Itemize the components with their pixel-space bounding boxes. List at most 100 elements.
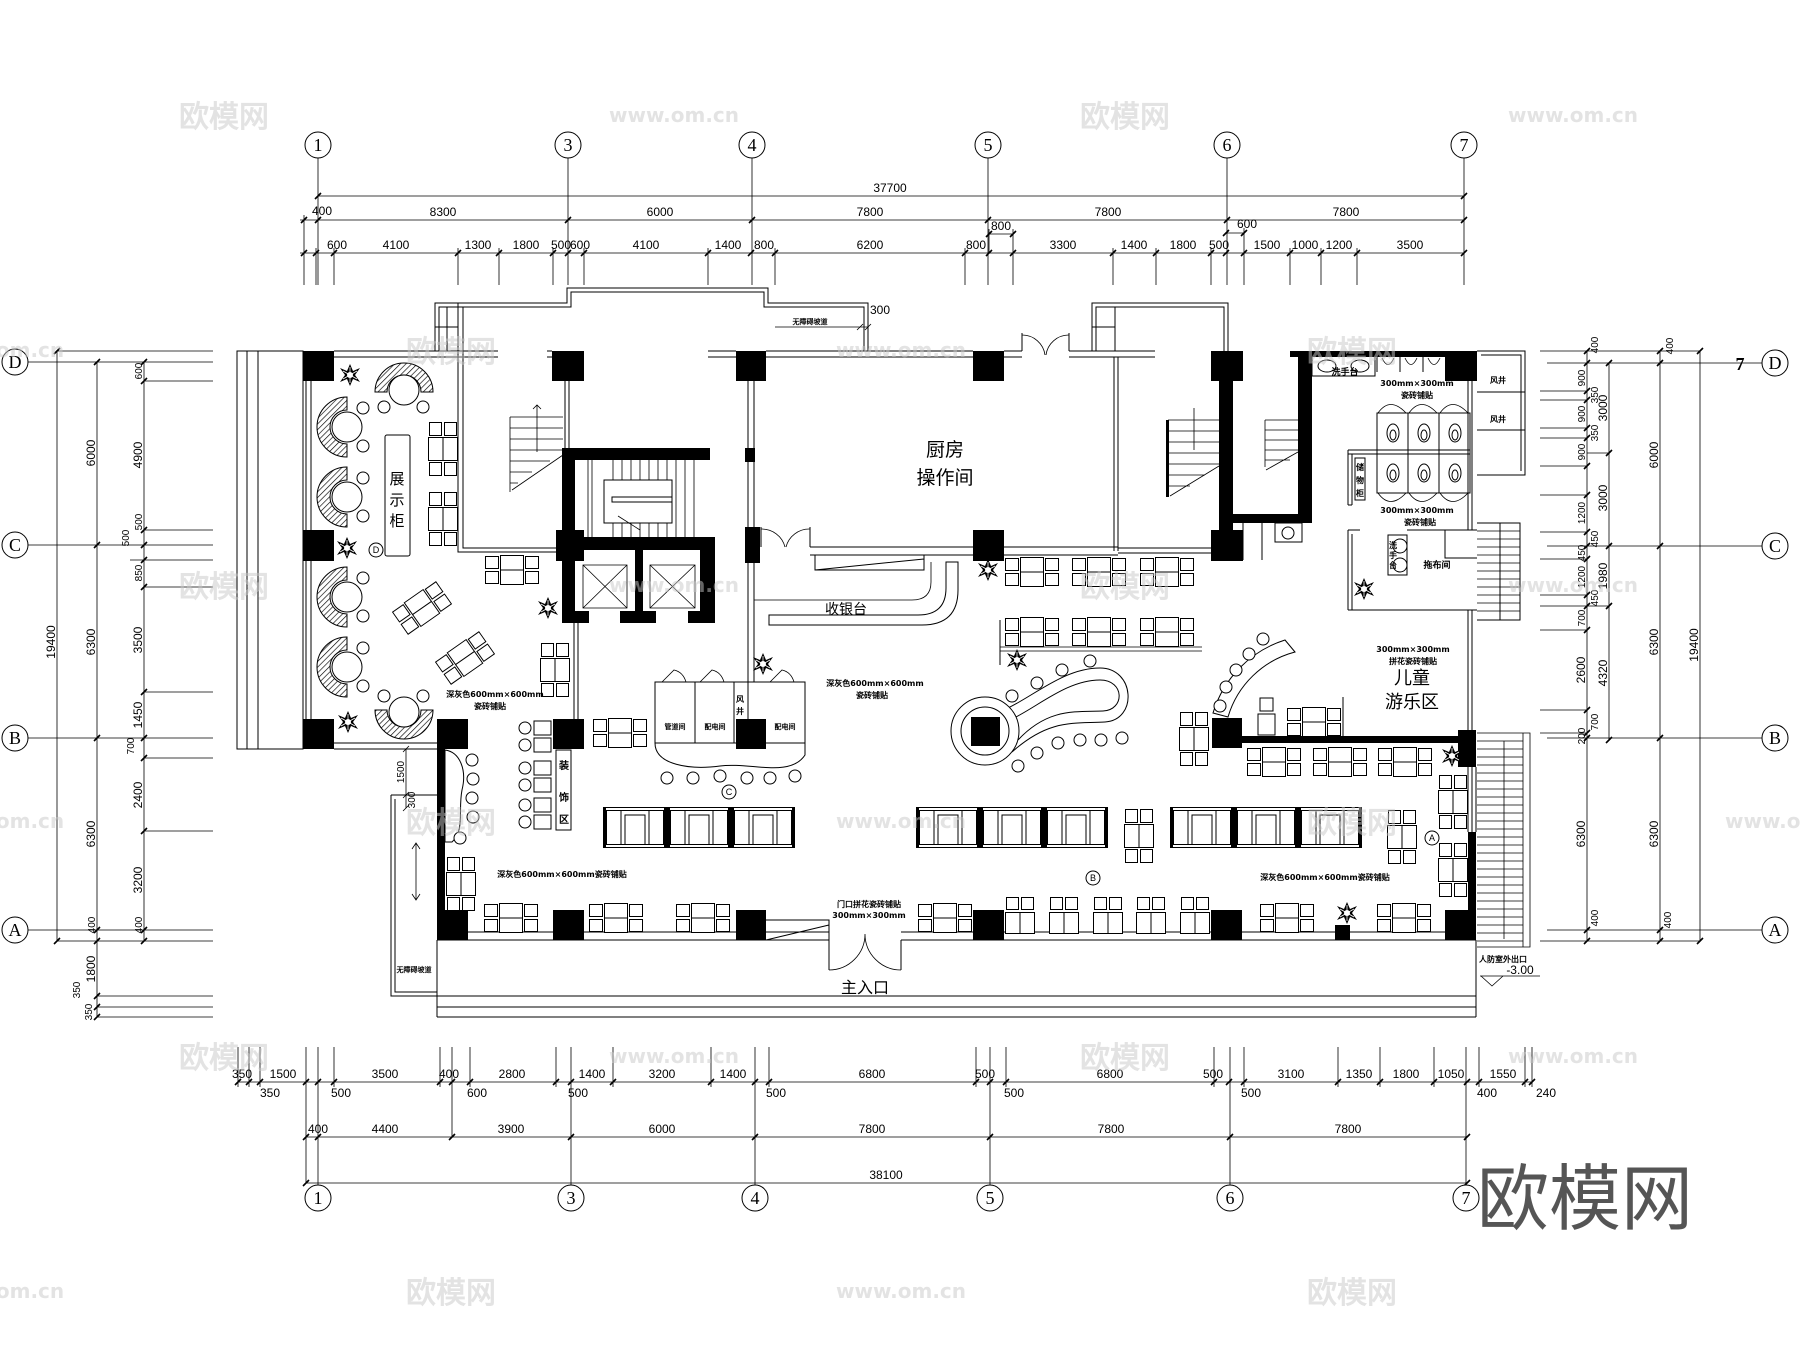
dim-value: 1550: [1490, 1067, 1517, 1081]
floor-note: 深灰色600mm×600mm: [446, 689, 543, 699]
left-overall-dimension: 19400: [44, 625, 58, 659]
left-dimensions: D C B A 19400 6000 6300 6300 400 1800 35…: [1, 347, 213, 1021]
grid-column-tag: 7: [1736, 354, 1745, 374]
decor-area-label: 饰: [559, 791, 569, 804]
dim-value: 500: [1203, 1067, 1223, 1081]
ramp-arrow-and-dims: [402, 312, 872, 901]
dim-value: 6200: [857, 238, 884, 252]
booth-sofa: [1170, 807, 1234, 848]
grid-label: 1: [314, 135, 323, 155]
right-dimensions: D C B A 7 19400 400 6000 6300 6300 400 3…: [1540, 336, 1789, 945]
kitchen-label: 厨房: [926, 439, 964, 461]
stools: [356, 400, 1270, 845]
dim-value: 1400: [1121, 238, 1148, 252]
booth-seat: [316, 566, 348, 628]
dim-value: 4100: [383, 238, 410, 252]
pipe-room-label: 管道间: [665, 722, 686, 731]
decor-area-label: 区: [559, 814, 569, 826]
watermark-url: www.om.cn: [836, 809, 966, 833]
storage-label-vertical: 物: [1356, 475, 1364, 485]
dim-value: 900: [1577, 405, 1588, 422]
dim-value: 2600: [1574, 656, 1588, 683]
dim-value: 6300: [84, 820, 98, 847]
watermark-brand: 欧模网: [1307, 335, 1397, 370]
grid-label: D: [1769, 353, 1782, 373]
floor-note: 瓷砖铺贴: [474, 701, 506, 711]
floor-note: 300mm×300mm: [1376, 645, 1449, 654]
dim-value: 700: [1590, 713, 1601, 730]
power-room-label: 配电间: [705, 722, 726, 731]
watermark-brand: 欧模网: [1307, 1276, 1397, 1311]
exit-level-value: -3.00: [1506, 963, 1534, 977]
dim-value: 7800: [1095, 205, 1122, 219]
grid-bubble-7: [1450, 131, 1478, 159]
dim-value: 4320: [1596, 659, 1610, 686]
floor-note: 深灰色600mm×600mm: [826, 678, 923, 688]
watermark-url: www.om.cn: [1508, 103, 1638, 127]
watermark-brand: 欧模网: [179, 100, 269, 135]
section-marker-A: [1424, 830, 1440, 846]
elevator-shafts: [582, 515, 696, 609]
island-bar-lobe: [1007, 667, 1129, 753]
dim-value: 3200: [649, 1067, 676, 1081]
dim-value: 6800: [859, 1067, 886, 1081]
booth-seat: [316, 466, 348, 528]
grid-bubble-3: [557, 1184, 585, 1212]
dim-value: 350: [1590, 424, 1601, 441]
grid-bubble-3: [554, 131, 582, 159]
dim-value: 600: [570, 238, 590, 252]
dim-value: 500: [331, 1086, 351, 1100]
dim-value: 400: [87, 916, 98, 933]
dim-value: 240: [1536, 1086, 1556, 1100]
sink-icon: [1350, 359, 1370, 373]
watermark-brand: 欧模网: [406, 806, 496, 841]
cashier-counter-edge: [754, 562, 1202, 652]
dim-value: 350: [232, 1067, 252, 1081]
booth-sofa: [731, 807, 795, 848]
dim-value: 4100: [633, 238, 660, 252]
accessible-ramp-label: 无障碍坡道: [396, 965, 432, 974]
grid-bubble-D: [1, 348, 29, 376]
grid-bubble-A: [1, 916, 29, 944]
booth-rows: [603, 807, 1362, 848]
room-labels: 厨房 操作间 展 示 柜 收银台 儿童 游乐区 主入口 拖布间 洗手台 洗 手 …: [389, 366, 1506, 997]
booth-sofa: [667, 807, 731, 848]
wash-basin-label: 洗手台: [1331, 366, 1358, 378]
grid-bubble-1: [304, 1184, 332, 1212]
grid-label: 7: [1462, 1188, 1471, 1208]
dim-value: 500: [1241, 1086, 1261, 1100]
top-grid-bubbles: 1 3 4 5 6 7: [304, 131, 1478, 159]
grid-label: 5: [984, 135, 993, 155]
stairs: [509, 404, 1520, 612]
dim-value: 400: [1665, 337, 1676, 354]
grid-bubble-B: [1, 724, 29, 752]
island-bar-inner: [960, 706, 1010, 756]
floor-note: 300mm×300mm: [832, 911, 905, 920]
dim-value: 500: [121, 529, 132, 546]
decor-area-label: 装: [558, 759, 569, 772]
dim-value: 3100: [1278, 1067, 1305, 1081]
watermark-url: www.om.cn: [836, 1279, 966, 1303]
dim-value: 400: [308, 1122, 328, 1136]
dim-value: 900: [1577, 443, 1588, 460]
storage-cabinet: [1354, 457, 1366, 501]
power-room-label: 配电间: [775, 722, 796, 731]
air-shaft-label-vertical: 风: [736, 695, 744, 704]
watermark-brand: 欧模网: [1080, 570, 1170, 605]
section-marker-label: A: [1429, 833, 1435, 843]
left-grid-bubbles: D C B A: [1, 348, 29, 944]
grid-label: B: [9, 728, 21, 748]
dim-value: 1800: [1393, 1067, 1420, 1081]
dim-value: 1000: [1292, 238, 1319, 252]
floor-note: 拼花瓷砖铺贴: [1389, 656, 1437, 666]
dim-value: 900: [1577, 369, 1588, 386]
dim-value: 6300: [1574, 820, 1588, 847]
civil-defense-exit-label: 人防室外出口: [1479, 954, 1527, 964]
display-cabinet: [384, 434, 411, 557]
dim-value: 1200: [1326, 238, 1353, 252]
basin-icon: [1281, 526, 1295, 540]
grid-label: 6: [1226, 1188, 1235, 1208]
dim-value: 7800: [1333, 205, 1360, 219]
